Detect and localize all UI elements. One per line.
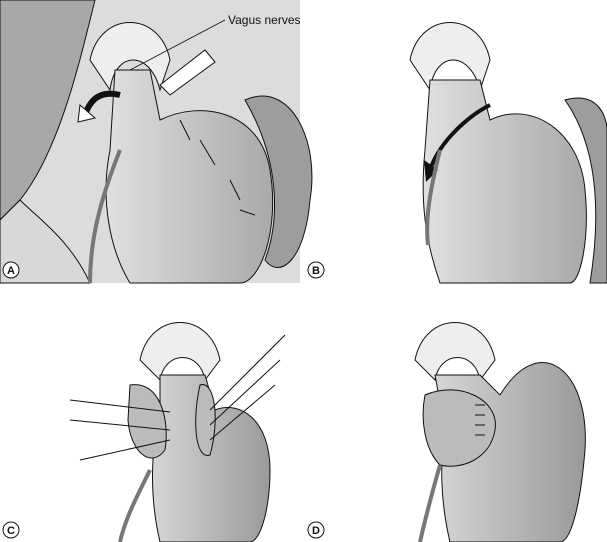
diaphragm: [0, 199, 91, 284]
panel-a-badge: [2, 261, 20, 279]
vagus-nerve-b: [425, 149, 442, 246]
vagus-nerves-label: Vagus nerves: [228, 13, 301, 27]
stomach-b: [422, 79, 587, 284]
sutures: [69, 334, 286, 461]
esophagus-d: [414, 322, 496, 382]
fundus-wrap-left: [127, 384, 167, 459]
vagus-nerve-c: [118, 469, 152, 542]
retractor-tape: [159, 49, 216, 96]
arrow-head-icon: [77, 104, 97, 123]
completed-wrap: [422, 389, 496, 467]
panel-c-label: C: [7, 525, 15, 537]
esophageal-hiatus: [89, 22, 171, 92]
spleen-b: [564, 97, 607, 284]
panel-d-badge: [307, 521, 325, 539]
spleen: [244, 95, 313, 268]
short-gastric-vessels: [179, 119, 256, 216]
wrap-sutures: [475, 404, 485, 436]
vagus-leader-line: [129, 19, 226, 71]
panel-a-label: A: [7, 265, 15, 277]
panel-c-badge: [2, 521, 20, 539]
arrow-head-icon: [424, 160, 438, 182]
vagus-nerve-trunk: [88, 149, 122, 284]
fundus-arrow: [428, 103, 491, 171]
stomach-a: [105, 69, 274, 284]
panel-b-label: B: [312, 265, 320, 277]
panel-b-badge: [307, 261, 325, 279]
vagus-nerve-d: [418, 464, 442, 542]
fundus-wrap-right: [195, 384, 216, 456]
panel-d-label: D: [312, 525, 320, 537]
esophagus-c: [139, 322, 221, 382]
panel-a: Vagus nerves A: [0, 0, 313, 284]
esophagus-b: [409, 22, 491, 92]
liver: [0, 0, 96, 221]
panel-d: D: [307, 322, 586, 542]
panel-c: C: [2, 322, 286, 542]
panel-b: B: [307, 22, 607, 284]
